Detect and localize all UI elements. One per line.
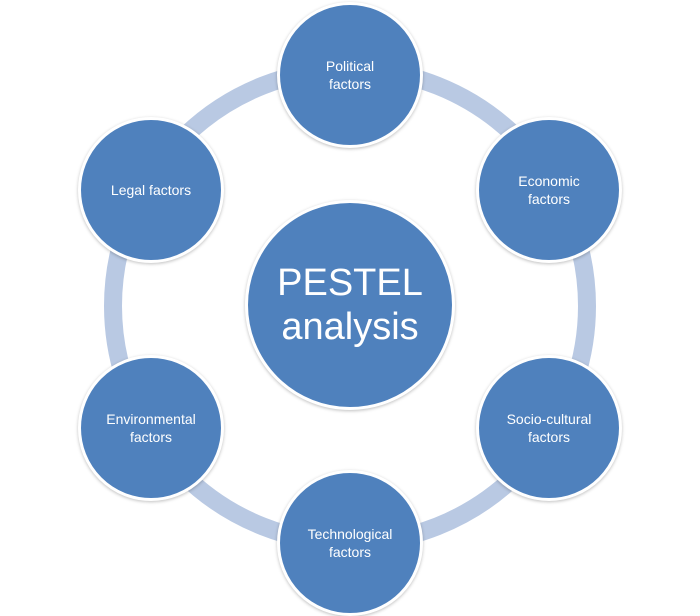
node-legal-factors: Legal factors (78, 117, 224, 263)
node-socio-cultural-factors: Socio-cultural factors (476, 355, 622, 501)
node-political-factors: Political factors (277, 2, 423, 148)
center-node-label: PESTEL analysis (277, 262, 423, 348)
node-environmental-factors: Environmental factors (78, 355, 224, 501)
node-technological-label: Technological factors (307, 526, 393, 560)
node-legal-label: Legal factors (110, 182, 192, 198)
node-technological-factors: Technological factors (277, 470, 423, 616)
node-economic-factors: Economic factors (476, 117, 622, 263)
node-political-label: Political factors (325, 58, 375, 92)
center-node-pestel-analysis: PESTEL analysis (245, 200, 455, 410)
node-economic-label: Economic factors (518, 173, 580, 207)
node-socio-cultural-label: Socio-cultural factors (506, 411, 592, 445)
node-environmental-label: Environmental factors (106, 411, 196, 445)
